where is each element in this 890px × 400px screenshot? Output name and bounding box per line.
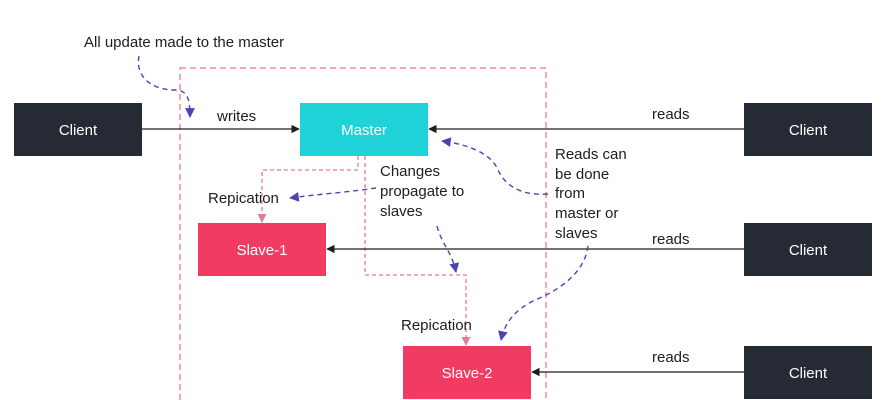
changes-arrow-to-replication-1 — [289, 187, 377, 202]
changes-line-1: Changes — [380, 163, 440, 180]
replication-label-2: Repication — [401, 317, 472, 334]
reads-note-line-1: Reads can — [555, 146, 627, 163]
slave-1-label: Slave-1 — [237, 242, 288, 259]
slave-1-node[interactable]: Slave-1 — [198, 223, 326, 276]
client-right-1[interactable]: Client — [744, 103, 872, 156]
client-right-3-label: Client — [789, 365, 828, 382]
reads-note-line-3: from — [555, 185, 585, 202]
reads-note-arrow-to-master — [441, 137, 549, 195]
master-node[interactable]: Master — [300, 103, 428, 156]
replication-path-1 — [257, 156, 359, 223]
reads-note-line-2: be done — [555, 166, 609, 183]
system-boundary — [179, 67, 547, 400]
changes-line-2: propagate to — [380, 183, 464, 200]
reads-note: Reads can be done from master or slaves — [555, 146, 631, 242]
top-note-arrow — [137, 55, 195, 118]
master-label: Master — [341, 122, 387, 139]
writes-label: writes — [216, 108, 256, 125]
reads-note-line-5: slaves — [555, 225, 598, 242]
client-left[interactable]: Client — [14, 103, 142, 156]
reads-label-3: reads — [652, 349, 690, 366]
reads-label-2: reads — [652, 231, 690, 248]
client-right-2[interactable]: Client — [744, 223, 872, 276]
client-right-2-label: Client — [789, 242, 828, 259]
reads-label-1: reads — [652, 106, 690, 123]
changes-propagate-note: Changes propagate to slaves — [380, 163, 468, 220]
slave-2-node[interactable]: Slave-2 — [403, 346, 531, 399]
reads-note-line-4: master or — [555, 205, 618, 222]
client-right-1-label: Client — [789, 122, 828, 139]
top-note: All update made to the master — [84, 34, 284, 51]
changes-arrow-to-replication-2 — [436, 225, 460, 273]
replication-path-2 — [364, 156, 471, 346]
client-right-3[interactable]: Client — [744, 346, 872, 399]
client-left-label: Client — [59, 122, 98, 139]
replication-label-1: Repication — [208, 190, 279, 207]
changes-line-3: slaves — [380, 203, 423, 220]
slave-2-label: Slave-2 — [442, 365, 493, 382]
reads-note-arrow-to-slave-2 — [498, 245, 589, 341]
